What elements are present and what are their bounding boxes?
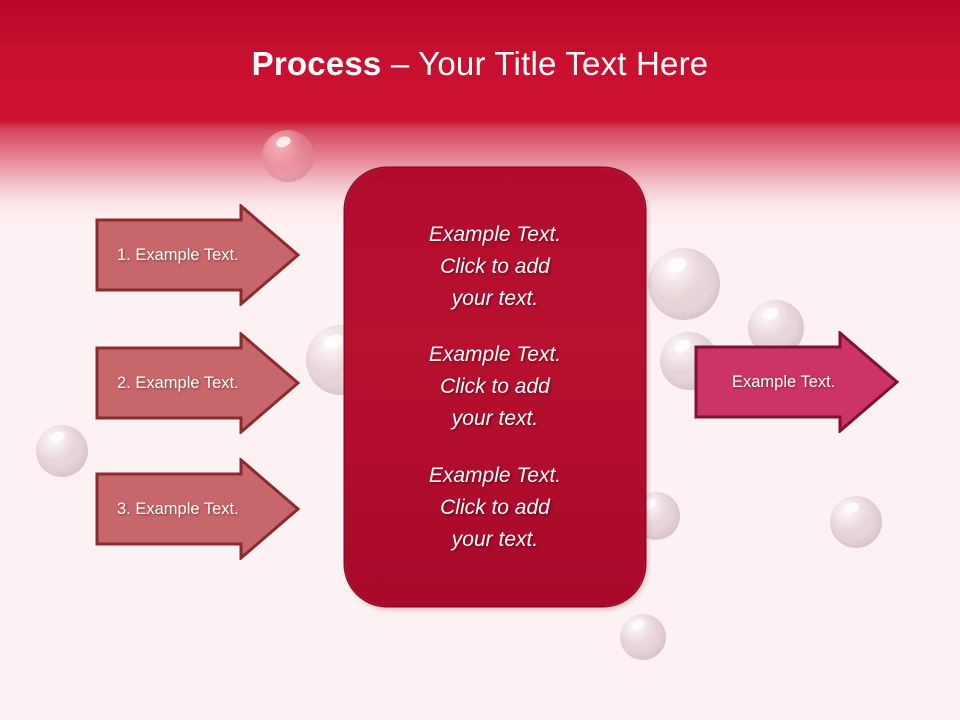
- decorative-bubble-icon: [620, 614, 666, 660]
- process-step-arrow-2-label: 2. Example Text.: [117, 373, 239, 392]
- page-title-strong: Process: [251, 45, 382, 82]
- arrow-right-icon: [694, 331, 899, 433]
- process-step-arrow-2[interactable]: 2. Example Text.: [95, 332, 300, 434]
- page-title-rest: – Your Title Text Here: [381, 45, 709, 82]
- title-band: [0, 0, 960, 122]
- process-result-arrow[interactable]: Example Text.: [694, 331, 899, 433]
- process-step-arrow-1[interactable]: 1. Example Text.: [95, 204, 300, 306]
- decorative-bubble-icon: [648, 248, 720, 320]
- arrow-right-icon: [95, 204, 300, 306]
- decorative-bubble-icon: [830, 496, 882, 548]
- arrow-right-icon: [95, 458, 300, 560]
- center-panel-text-block-2: Example Text. Click to add your text.: [428, 343, 562, 430]
- process-center-panel[interactable]: Example Text. Click to add your text. Ex…: [345, 168, 645, 606]
- decorative-bubble-icon: [262, 130, 314, 182]
- process-step-arrow-1-label: 1. Example Text.: [117, 245, 239, 264]
- process-result-arrow-label: Example Text.: [732, 372, 836, 391]
- page-title: Process – Your Title Text Here: [0, 44, 960, 84]
- center-panel-text-block-1: Example Text. Click to add your text.: [428, 222, 562, 310]
- decorative-bubble-icon: [36, 425, 88, 477]
- process-step-arrow-3[interactable]: 3. Example Text.: [95, 458, 300, 560]
- arrow-right-icon: [95, 332, 300, 434]
- center-panel-text-block-3: Example Text. Click to add your text.: [428, 463, 562, 551]
- process-step-arrow-3-label: 3. Example Text.: [117, 499, 239, 518]
